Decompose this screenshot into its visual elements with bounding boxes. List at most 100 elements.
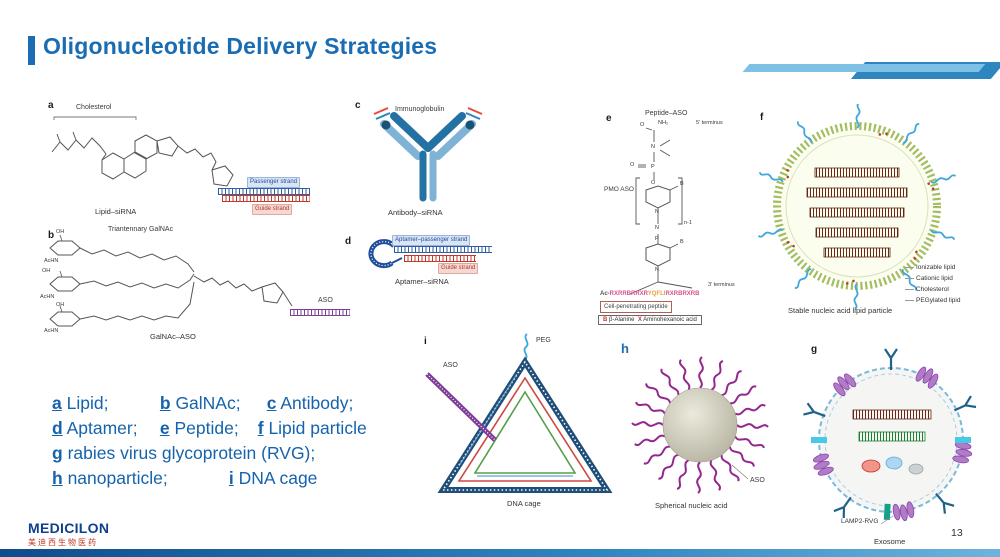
legend-item-label: Cholesterol	[916, 286, 949, 293]
sequence-segment: RXRBRXRB	[665, 291, 700, 297]
aso-duplex	[290, 309, 350, 316]
panel-lipid-sirna: a Cholesterol Passenger strand Guide str…	[40, 96, 340, 226]
atom-label: O	[640, 122, 645, 128]
legend-line: a Lipid; b GalNAc; c Antibody;	[52, 393, 367, 418]
panel-h-letter: h	[621, 341, 629, 356]
strategy-legend: a Lipid; b GalNAc; c Antibody; d Aptamer…	[52, 393, 367, 493]
legend-entry-i: i DNA cage	[229, 468, 318, 489]
atom-label: N	[655, 267, 659, 273]
guide-strand-tag: Guide strand	[252, 204, 293, 215]
atom-label: P	[651, 164, 655, 170]
cholesterol-label: Cholesterol	[76, 104, 112, 111]
panel-dna-cage: i PEG ASO DNA cage	[415, 328, 620, 516]
legend-line: h nanoparticle; i DNA cage	[52, 468, 367, 493]
panel-d-caption: Aptamer–siRNA	[395, 277, 449, 286]
medicilon-logo-chinese: 美迪西生物医药	[28, 538, 98, 547]
leader-line	[905, 266, 914, 268]
medicilon-logo: MEDICILON	[28, 520, 110, 536]
aptamer-passenger-tag: Aptamer–passenger strand	[392, 235, 471, 246]
panel-i-caption: DNA cage	[507, 499, 541, 508]
legend-key-b: B	[603, 317, 608, 323]
legend-text: nanoparticle;	[62, 468, 168, 488]
aso-label: ASO	[443, 362, 458, 369]
sequence-segment: RXRRBRRXR	[609, 291, 648, 297]
legend-key: d	[52, 418, 63, 438]
nh2-label: NH₂	[658, 120, 669, 126]
peptide-aso-title: Peptide–ASO	[645, 110, 688, 117]
sequence-segment: Ac-	[600, 291, 610, 297]
legend-entry-h: h nanoparticle;	[52, 468, 224, 489]
panel-a-letter: a	[48, 100, 54, 111]
bottom-accent-bar	[0, 549, 1000, 557]
dna-cage-drawing	[425, 333, 613, 493]
panel-h-caption: Spherical nucleic acid	[655, 501, 728, 510]
panel-f-caption: Stable nucleic acid lipid particle	[788, 306, 893, 315]
exosome-drawing	[802, 347, 978, 525]
legend-key: g	[52, 443, 63, 463]
passenger-strand-tag: Passenger strand	[247, 177, 301, 188]
panel-galnac-aso: b Triantennary GalNAc OH OH OH AcHN AcHN…	[40, 224, 360, 346]
galnac-structure-drawing	[49, 234, 293, 327]
legend-text-x: Aminohexanoic acid	[641, 317, 697, 323]
legend-key-x: X	[637, 317, 642, 323]
achn-label: AcHN	[44, 328, 59, 334]
leader-line	[905, 288, 914, 290]
oh-label: OH	[56, 302, 65, 308]
legend-text: DNA cage	[233, 468, 318, 488]
leader-line	[905, 277, 914, 279]
legend-item: PEGylated lipid	[905, 295, 960, 306]
page-number: 13	[951, 527, 963, 539]
legend-key: a	[52, 393, 62, 413]
legend-text: Aptamer;	[62, 418, 138, 438]
achn-label: AcHN	[40, 294, 55, 300]
legend-text: Peptide;	[169, 418, 239, 438]
passenger-strand-duplex	[218, 188, 310, 195]
panel-aptamer-sirna: d Aptamer–passenger strand Guide strand …	[342, 230, 514, 292]
legend-entry-e: e Peptide;	[160, 418, 253, 439]
legend-text: rabies virus glycoprotein (RVG);	[62, 443, 316, 463]
oh-label: OH	[42, 268, 51, 274]
atom-label: O	[630, 162, 635, 168]
legend-key: e	[159, 418, 170, 438]
legend-entry-f: f Lipid particle	[258, 418, 367, 439]
legend-entry-c: c Antibody;	[267, 393, 354, 414]
panel-c-letter: c	[355, 100, 361, 111]
panel-i-letter: i	[424, 336, 427, 347]
legend-line: d Aptamer; e Peptide; f Lipid particle	[52, 418, 367, 443]
atom-label: P	[655, 236, 659, 242]
panel-spherical-nucleic-acid: h ASO Spherical nucleic acid	[612, 335, 790, 515]
atom-label: N	[655, 225, 659, 231]
atom-label: O	[651, 180, 656, 186]
lipid-legend: Ionizable lipid Cationic lipid Cholester…	[905, 262, 960, 306]
legend-text: Lipid particle	[263, 418, 367, 438]
panel-g-caption: Exosome	[874, 537, 906, 546]
legend-entry-g: g rabies virus glycoprotein (RVG);	[52, 443, 315, 464]
cholesterol-structure-drawing	[51, 116, 234, 187]
legend-entry-b: b GalNAc;	[160, 393, 262, 414]
aptamer-guide-duplex	[404, 255, 476, 262]
legend-text-b: β-Alanine	[607, 317, 635, 323]
panel-peptide-aso: e Peptide–ASO 5' terminus NH₂ O N P O O …	[596, 106, 761, 334]
base-label: B	[680, 181, 684, 187]
legend-item-label: Ionizable lipid	[916, 264, 956, 271]
legend-key: b	[159, 393, 171, 413]
title-accent-bar	[28, 36, 35, 65]
legend-entry-d: d Aptamer;	[52, 418, 155, 439]
panel-c-caption: Antibody–siRNA	[388, 208, 443, 217]
legend-line: g rabies virus glycoprotein (RVG);	[52, 443, 367, 468]
aso-label: ASO	[750, 477, 765, 484]
panel-g-letter: g	[811, 344, 818, 355]
legend-item-label: PEGylated lipid	[916, 297, 961, 304]
legend-item: Cationic lipid	[905, 273, 960, 284]
panel-antibody-sirna: c Immunoglobulin Antibody–siRNA	[348, 96, 508, 221]
decorative-stripe-light	[742, 64, 986, 72]
five-prime-terminus-label: 5' terminus	[696, 120, 723, 126]
peptide-abbreviation-legend: B β-Alanine X Aminohexanoic acid	[598, 315, 702, 325]
antibody-drawing	[373, 107, 483, 202]
panel-d-letter: d	[345, 236, 352, 247]
peg-label: PEG	[536, 337, 551, 344]
three-prime-terminus-label: 3' terminus	[708, 282, 735, 288]
oh-label: OH	[56, 229, 65, 235]
lipid-nanoparticle-drawing	[757, 104, 957, 310]
panel-b-letter: b	[48, 230, 55, 241]
